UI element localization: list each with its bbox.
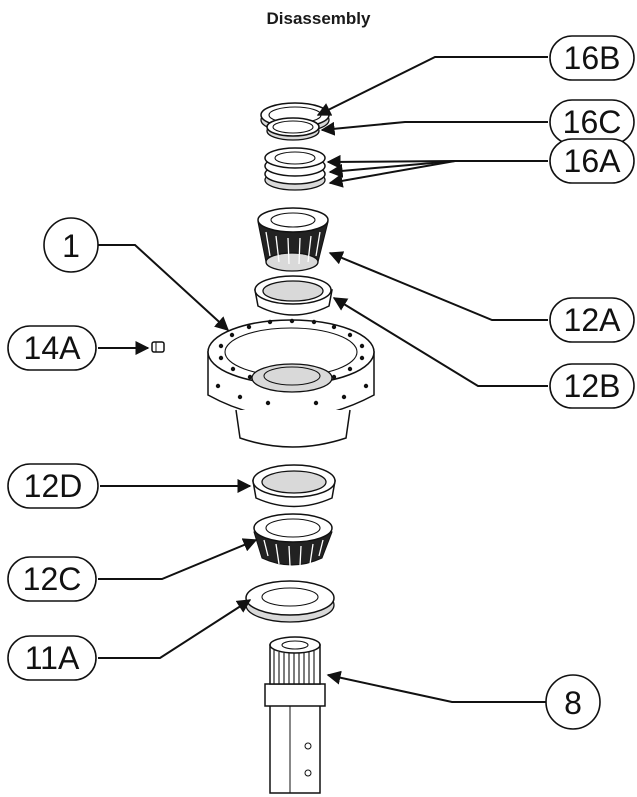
callout-12d: 12D (7, 463, 252, 509)
part-16c-ring (266, 117, 320, 141)
callout-16c: 16C (320, 99, 635, 145)
callout-16b-label: 16B (564, 40, 621, 76)
callout-8-label: 8 (564, 685, 582, 721)
part-14a-bolt (151, 341, 165, 353)
page-title: Disassembly (266, 9, 371, 28)
callout-14a-label: 14A (24, 330, 82, 366)
callout-12b: 12B (332, 297, 635, 409)
callout-8: 8 (326, 670, 601, 730)
callout-12c-label: 12C (23, 561, 82, 597)
callout-12b-label: 12B (564, 368, 621, 404)
part-11a-washer (245, 580, 335, 623)
callout-1-label: 1 (62, 228, 80, 264)
callout-12d-label: 12D (24, 468, 83, 504)
part-12d-bearing-cup (252, 464, 336, 508)
callout-16b: 16B (316, 35, 635, 116)
callout-11a: 11A (7, 599, 252, 681)
callout-16a: 16A (326, 138, 635, 188)
callout-12a: 12A (328, 251, 635, 343)
part-12c-bearing-cone (253, 513, 333, 567)
part-8-shaft (264, 636, 326, 794)
callout-12a-label: 12A (564, 302, 622, 338)
callout-14a: 14A (7, 325, 150, 371)
part-16a-shims (264, 147, 326, 191)
part-12a-bearing-cone (257, 207, 329, 272)
callout-16c-label: 16C (563, 104, 622, 140)
callout-1: 1 (43, 217, 230, 331)
part-1-hub (207, 318, 375, 448)
part-12b-bearing-cup (254, 275, 333, 316)
callout-11a-label: 11A (25, 640, 80, 676)
callout-12c: 12C (7, 538, 258, 602)
callout-16a-label: 16A (564, 143, 622, 179)
